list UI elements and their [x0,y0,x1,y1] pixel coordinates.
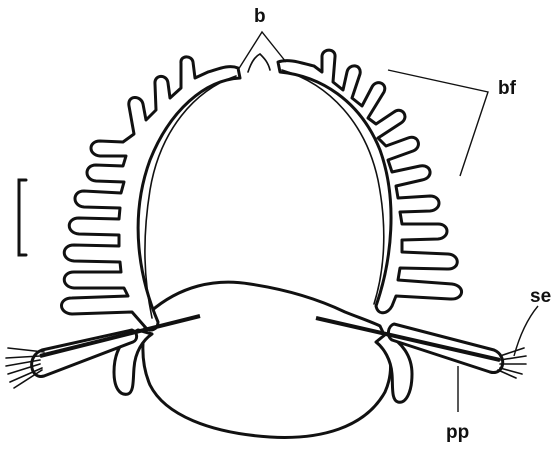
label-se: se [530,286,551,307]
lower-body [143,282,391,437]
label-bf: bf [498,78,517,99]
apex-tip [248,54,270,72]
scale-bar [19,180,26,255]
leader-se [514,306,538,356]
right-arm-fingers [278,50,462,313]
label-pp: pp [446,422,469,443]
label-b: b [254,6,266,27]
